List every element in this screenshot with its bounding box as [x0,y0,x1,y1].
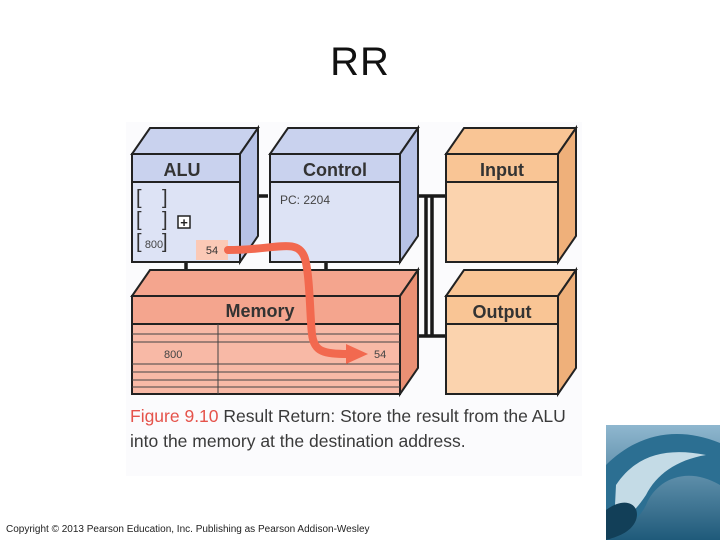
input-header [445,153,559,183]
alu-operator-box [177,215,191,229]
alu-reg1-bracket-r: ] [162,187,168,209]
figure-caption: Figure 9.10 Result Return: Store the res… [130,404,580,453]
control-top [268,127,420,155]
memory-header [131,295,401,325]
alu-reg3-value: 800 [145,239,163,251]
wave-curl [606,502,637,540]
copyright-notice: Copyright © 2013 Pearson Education, Inc.… [6,524,370,535]
memory-label: Memory [225,301,294,321]
memory-box [130,266,420,398]
output-header [445,295,559,325]
input-top [444,127,578,155]
control-label: Control [303,160,367,180]
alu-reg3-bracket-r: ] [162,231,168,253]
alu-reg2-bracket-r: ] [162,209,168,231]
output-label: Output [473,302,532,322]
memory-rows [132,324,400,394]
figure-caption-text: Result Return: Store the result from the… [130,406,566,451]
alu-reg2-bracket-l: [ [136,209,142,231]
output-top [444,269,578,297]
memory-top [130,269,420,297]
alu-label: ALU [164,160,201,180]
computer-architecture-diagram: ALU [ ] [ ] [ ] 800 + 54 Control PC: 220… [126,122,582,476]
memory-value: 54 [374,349,386,361]
wave-foam [614,452,706,525]
alu-result-box [196,240,228,260]
result-return-arrowhead [346,344,368,364]
result-return-arrow [224,242,352,358]
ocean-wave-image [606,425,720,540]
slide-title: RR [330,40,390,84]
alu-registers: [ ] [ ] [ ] [136,187,168,253]
input-box [444,124,578,266]
alu-reg3-bracket-l: [ [136,231,142,253]
program-counter: PC: 2204 [280,193,330,207]
figure-number: Figure 9.10 [130,406,219,426]
alu-header [131,153,241,183]
output-box [444,266,578,398]
control-header [269,153,401,183]
memory-address: 800 [164,349,182,361]
alu-reg1-bracket-l: [ [136,187,142,209]
alu-result: 54 [206,245,218,257]
alu-top [130,127,260,155]
input-label: Input [480,160,524,180]
alu-operator: + [180,215,188,230]
